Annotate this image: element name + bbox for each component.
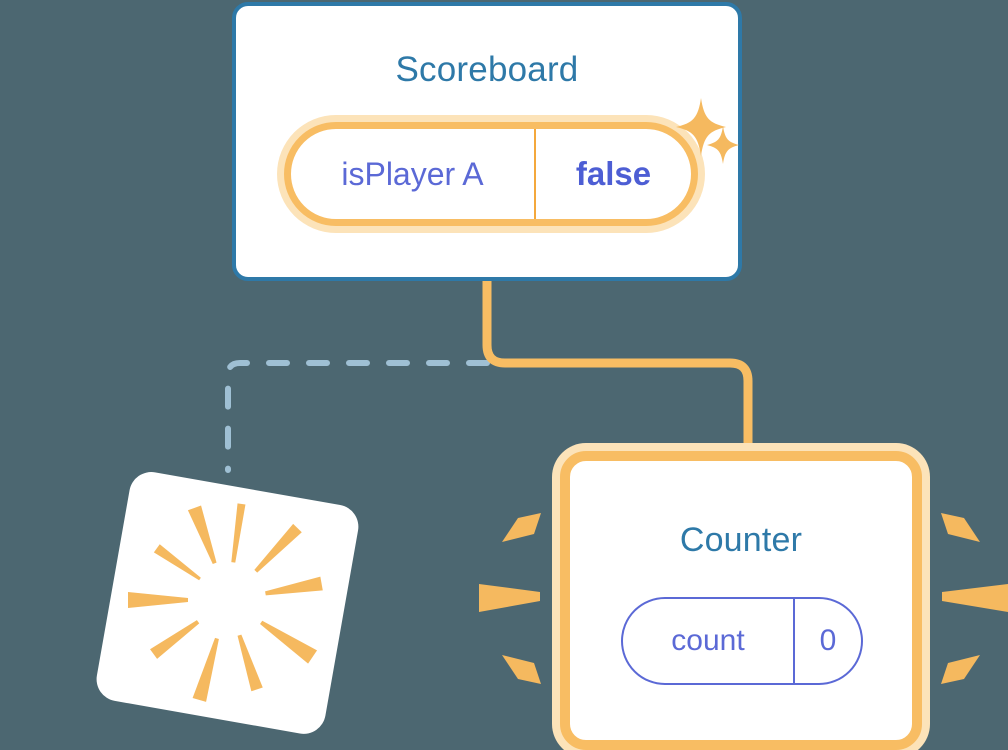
counter-property-key: count (671, 624, 745, 657)
ray-left-bottom (502, 655, 541, 684)
counter-card-title: Counter (679, 521, 803, 559)
connector-solid-to-counter (482, 281, 753, 470)
scoreboard-card-title: Scoreboard (395, 50, 579, 89)
ray-left-middle (479, 584, 540, 612)
scoreboard-property-pill[interactable]: isPlayer A false (284, 122, 698, 226)
counter-rays-left (479, 513, 541, 684)
scoreboard-property-value: false (575, 155, 652, 192)
ray-left-top (502, 513, 541, 542)
scoreboard-card[interactable]: Scoreboard isPlayer A false (232, 2, 742, 281)
ghost-card-burst-icon (128, 503, 323, 702)
scoreboard-pill-divider (534, 129, 536, 219)
counter-pill-divider (793, 599, 795, 683)
scoreboard-property-key: isPlayer A (341, 155, 484, 192)
sparkle-large-icon (676, 98, 726, 156)
ray-right-top (941, 513, 980, 542)
counter-property-pill[interactable]: count 0 (621, 597, 863, 685)
counter-rays-right (941, 513, 1008, 684)
counter-card[interactable]: Counter count 0 (560, 451, 922, 750)
sparkle-small-icon (707, 126, 739, 164)
connector-dashed-to-ghost-card (225, 360, 490, 473)
counter-property-value: 0 (819, 624, 837, 657)
ray-right-bottom (941, 655, 980, 684)
ray-right-middle (942, 584, 1008, 612)
